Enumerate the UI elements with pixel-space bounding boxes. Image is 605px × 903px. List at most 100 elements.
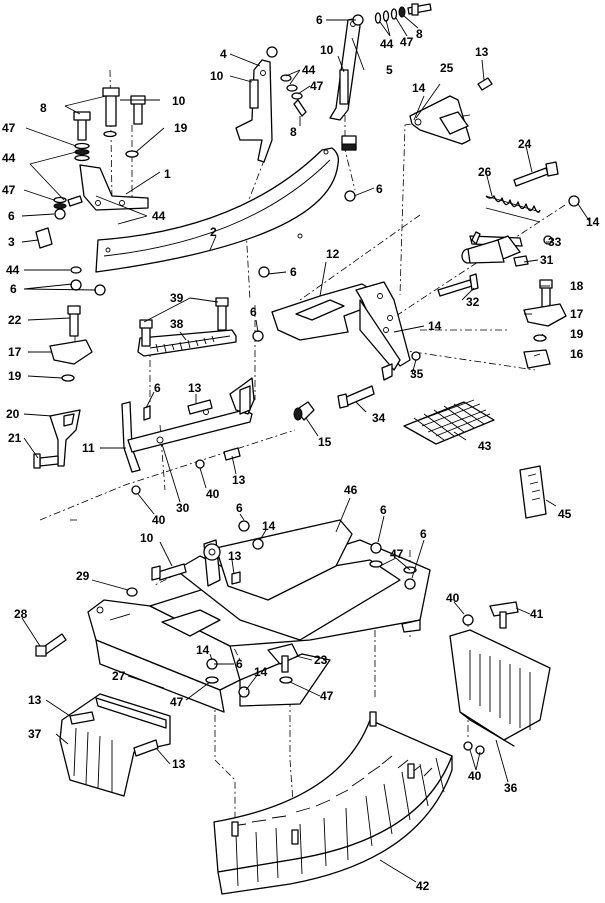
callout-6: 6 — [236, 501, 243, 515]
callout-44: 44 — [380, 37, 394, 51]
deflector-42 — [213, 711, 453, 895]
callout-44: 44 — [302, 63, 316, 77]
pivot-bracket-25 — [409, 95, 471, 145]
curved-guard-2 — [95, 147, 340, 273]
callout-27: 27 — [112, 669, 126, 683]
left-clamp-parts — [33, 305, 93, 469]
hardware-frame — [35, 520, 417, 698]
callout-44: 44 — [2, 151, 16, 165]
callout-40: 40 — [152, 513, 166, 527]
callout-29: 29 — [76, 569, 90, 583]
callout-47: 47 — [2, 121, 16, 135]
callout-47: 47 — [2, 183, 16, 197]
callout-10: 10 — [172, 94, 186, 108]
callout-47: 47 — [310, 79, 324, 93]
callout-17: 17 — [570, 307, 584, 321]
callout-13: 13 — [172, 757, 186, 771]
callout-40: 40 — [206, 487, 220, 501]
callout-19: 19 — [8, 369, 22, 383]
callout-40: 40 — [468, 769, 482, 783]
callout-10: 10 — [140, 531, 154, 545]
spring-26 — [485, 195, 541, 223]
callout-24: 24 — [518, 137, 532, 151]
handle-assembly — [461, 231, 553, 267]
bolt-34 — [337, 385, 375, 409]
callout-leaders — [21, 15, 591, 883]
callout-8: 8 — [416, 27, 423, 41]
callout-47: 47 — [400, 35, 414, 49]
callout-14: 14 — [428, 319, 442, 333]
callout-11: 11 — [82, 441, 95, 455]
callout-13: 13 — [228, 549, 242, 563]
callout-6: 6 — [250, 305, 257, 319]
hardware-top — [249, 3, 493, 151]
callout-34: 34 — [372, 411, 386, 425]
bracket-plate-5 — [329, 17, 361, 121]
callout-6: 6 — [316, 13, 323, 27]
callout-13: 13 — [232, 473, 246, 487]
callout-13: 13 — [475, 45, 489, 59]
callout-1: 1 — [164, 167, 171, 181]
callout-26: 26 — [478, 165, 492, 179]
main-frame-27 — [87, 539, 431, 713]
callout-15: 15 — [318, 435, 332, 449]
screen-43 — [403, 399, 495, 445]
callout-19: 19 — [570, 327, 584, 341]
callout-13: 13 — [28, 693, 42, 707]
deflector-42-slots — [231, 755, 433, 827]
callout-35: 35 — [410, 367, 424, 381]
callout-14: 14 — [586, 215, 600, 229]
callout-39: 39 — [170, 291, 184, 305]
callout-8: 8 — [40, 101, 47, 115]
chute-36 — [449, 629, 551, 755]
right-clamp-parts — [523, 279, 567, 369]
callout-44: 44 — [152, 209, 166, 223]
bar-38-teeth — [155, 335, 215, 353]
bracket-plate-4 — [235, 59, 273, 163]
callout-40: 40 — [446, 591, 460, 605]
callout-8: 8 — [290, 125, 297, 139]
callout-4: 4 — [220, 47, 227, 61]
callout-28: 28 — [14, 607, 28, 621]
callout-6: 6 — [154, 381, 161, 395]
callout-14: 14 — [254, 665, 268, 679]
callout-6: 6 — [8, 209, 15, 223]
callout-16: 16 — [570, 347, 584, 361]
callout-19: 19 — [174, 121, 188, 135]
callout-18: 18 — [570, 279, 584, 293]
callout-6: 6 — [420, 527, 427, 541]
frame-bracket-11 — [121, 377, 255, 495]
callout-47: 47 — [320, 689, 334, 703]
knob-41 — [462, 601, 519, 629]
callout-38: 38 — [170, 317, 184, 331]
callout-46: 46 — [344, 483, 358, 497]
callout-20: 20 — [6, 407, 20, 421]
callout-17: 17 — [8, 345, 22, 359]
bumper-15 — [293, 401, 315, 421]
callout-6: 6 — [10, 282, 17, 296]
bolt-24 — [513, 161, 559, 187]
chute-37 — [59, 693, 171, 797]
callout-21: 21 — [8, 431, 22, 445]
callout-14: 14 — [262, 519, 276, 533]
bracket-1 — [79, 164, 149, 211]
callout-10: 10 — [320, 43, 334, 57]
callout-30: 30 — [176, 501, 190, 515]
callout-5: 5 — [386, 63, 393, 77]
callout-47: 47 — [390, 547, 404, 561]
callout-47: 47 — [170, 695, 184, 709]
callout-6: 6 — [290, 265, 297, 279]
callout-13: 13 — [188, 381, 202, 395]
callout-23: 23 — [314, 653, 328, 667]
callout-41: 41 — [530, 607, 544, 621]
callout-31: 31 — [540, 253, 554, 267]
callout-36: 36 — [504, 781, 518, 795]
callout-32: 32 — [466, 295, 480, 309]
callout-37: 37 — [28, 727, 42, 741]
callout-3: 3 — [8, 235, 15, 249]
callout-14: 14 — [196, 643, 210, 657]
callout-6: 6 — [380, 503, 387, 517]
nut-14-right — [568, 195, 580, 207]
callout-43: 43 — [478, 439, 492, 453]
